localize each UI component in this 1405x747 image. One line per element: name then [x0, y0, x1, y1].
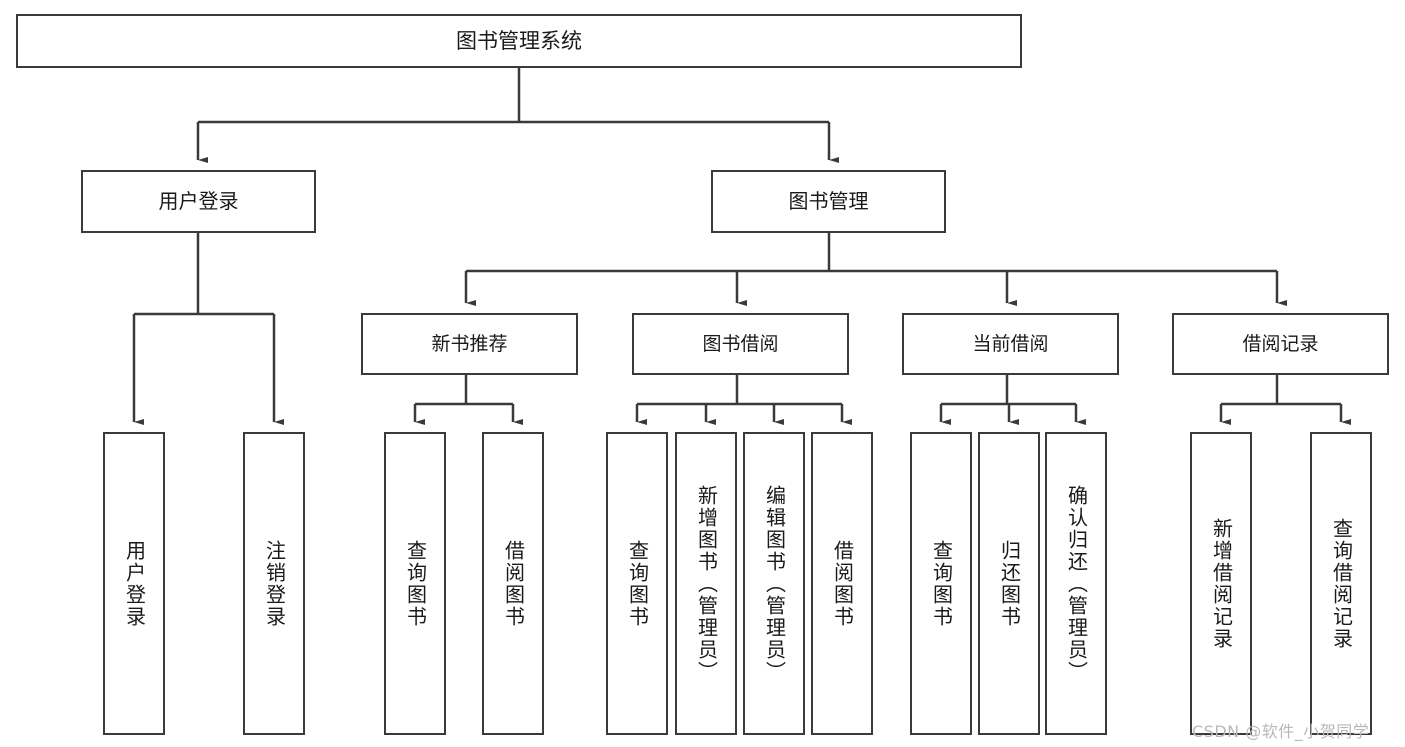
leaf-new-book-query[interactable]: 查询图书 [384, 432, 446, 735]
leaf-user-login-signin-label: 用户登录 [122, 539, 147, 628]
node-current-borrow-label: 当前借阅 [972, 332, 1049, 355]
leaf-new-book-query-label: 查询图书 [403, 539, 428, 628]
leaf-book-borrow-add[interactable]: 新增图书（管理员） [675, 432, 737, 735]
leaf-book-borrow-add-label: 新增图书（管理员） [694, 484, 719, 683]
edges-borrowrecord-to-leaves [1219, 375, 1351, 425]
edges-userlogin-to-leaves [132, 233, 284, 425]
leaf-user-login-signout[interactable]: 注销登录 [243, 432, 305, 735]
node-borrow-record-label: 借阅记录 [1242, 332, 1319, 355]
leaf-book-borrow-lend[interactable]: 借阅图书 [811, 432, 873, 735]
leaf-current-borrow-return[interactable]: 归还图书 [978, 432, 1040, 735]
node-book-management-label: 图书管理 [788, 188, 869, 213]
node-user-login-label: 用户登录 [158, 188, 239, 213]
node-new-book-recommend-label: 新书推荐 [431, 332, 508, 355]
leaf-borrow-record-add[interactable]: 新增借阅记录 [1190, 432, 1252, 735]
node-borrow-record[interactable]: 借阅记录 [1172, 313, 1389, 375]
leaf-book-borrow-query-label: 查询图书 [625, 539, 650, 628]
node-current-borrow[interactable]: 当前借阅 [902, 313, 1119, 375]
edges-currentborrow-to-leaves [939, 375, 1086, 425]
leaf-current-borrow-confirm[interactable]: 确认归还（管理员） [1045, 432, 1107, 735]
leaf-borrow-record-query[interactable]: 查询借阅记录 [1310, 432, 1372, 735]
edges-root-to-level1 [196, 68, 839, 163]
node-root-system[interactable]: 图书管理系统 [16, 14, 1022, 68]
edges-newbook-to-leaves [413, 375, 523, 425]
leaf-borrow-record-query-label: 查询借阅记录 [1329, 517, 1354, 650]
leaf-book-borrow-query[interactable]: 查询图书 [606, 432, 668, 735]
leaf-new-book-borrow-label: 借阅图书 [501, 539, 526, 628]
leaf-book-borrow-lend-label: 借阅图书 [830, 539, 855, 628]
edges-bookmgmt-to-level2 [464, 233, 1287, 306]
leaf-current-borrow-query[interactable]: 查询图书 [910, 432, 972, 735]
leaf-borrow-record-add-label: 新增借阅记录 [1209, 517, 1234, 650]
edges-bookborrow-to-leaves [635, 375, 852, 425]
node-book-management[interactable]: 图书管理 [711, 170, 946, 233]
leaf-current-borrow-confirm-label: 确认归还（管理员） [1064, 484, 1089, 683]
leaf-user-login-signout-label: 注销登录 [262, 539, 287, 628]
leaf-new-book-borrow[interactable]: 借阅图书 [482, 432, 544, 735]
leaf-current-borrow-query-label: 查询图书 [929, 539, 954, 628]
node-user-login[interactable]: 用户登录 [81, 170, 316, 233]
leaf-book-borrow-edit[interactable]: 编辑图书（管理员） [743, 432, 805, 735]
leaf-current-borrow-return-label: 归还图书 [997, 539, 1022, 628]
leaf-user-login-signin[interactable]: 用户登录 [103, 432, 165, 735]
node-book-borrow-label: 图书借阅 [702, 332, 779, 355]
node-new-book-recommend[interactable]: 新书推荐 [361, 313, 578, 375]
node-root-system-label: 图书管理系统 [456, 28, 582, 53]
node-book-borrow[interactable]: 图书借阅 [632, 313, 849, 375]
leaf-book-borrow-edit-label: 编辑图书（管理员） [762, 484, 787, 683]
